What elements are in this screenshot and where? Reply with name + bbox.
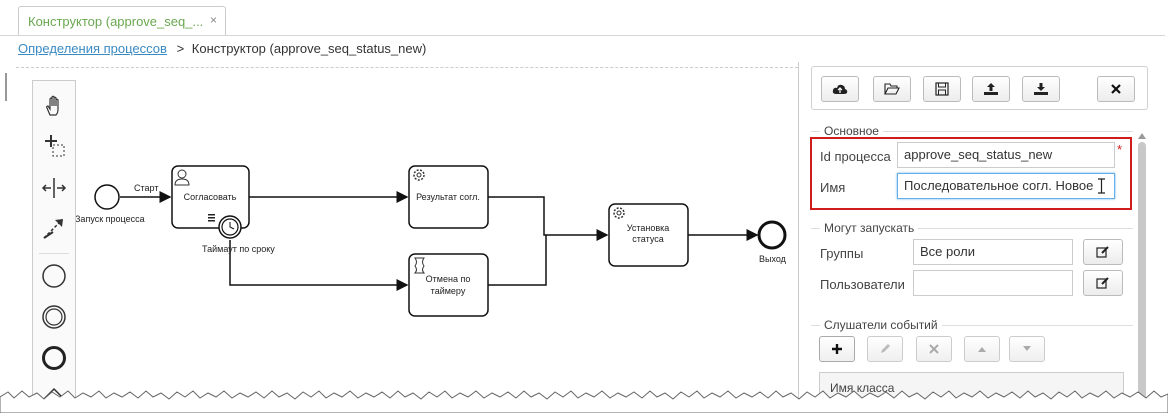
- section-divider: [811, 325, 1133, 326]
- edit-groups-button[interactable]: [1083, 239, 1123, 265]
- gear-icon: [413, 169, 425, 181]
- end-event-label: Выход: [759, 254, 787, 264]
- section-starters-title: Могут запускать: [820, 221, 919, 235]
- highlight-box: [810, 137, 1132, 210]
- chevron-down-icon: [1023, 346, 1031, 351]
- breadcrumb-link-process-definitions[interactable]: Определения процессов: [18, 41, 167, 56]
- task-status-label-2: статуса: [632, 234, 663, 244]
- tab-title[interactable]: Конструктор (approve_seq_...: [28, 14, 204, 29]
- upload-icon: [984, 83, 998, 95]
- section-divider: [811, 228, 1133, 229]
- flow-cancel-status[interactable]: [488, 235, 547, 286]
- folder-open-icon: [884, 83, 900, 95]
- text-cursor-icon: [1098, 178, 1105, 194]
- flow-result-status[interactable]: [488, 196, 609, 241]
- hand-tool-icon[interactable]: [33, 87, 75, 125]
- palette-separator: [39, 253, 69, 254]
- task-result-label: Результат согл.: [416, 192, 480, 202]
- task-cancel[interactable]: [408, 253, 489, 317]
- bpmn-palette: [32, 80, 76, 413]
- add-listener-button[interactable]: [819, 336, 855, 362]
- close-panel-button[interactable]: [1097, 76, 1135, 102]
- user-task-icon: [174, 169, 190, 186]
- plus-icon: [832, 344, 842, 354]
- breadcrumb-separator: >: [176, 41, 185, 56]
- groups-input[interactable]: Все роли: [913, 239, 1073, 265]
- save-icon: [935, 82, 949, 96]
- lasso-tool-icon[interactable]: [33, 127, 75, 165]
- connect-tool-icon[interactable]: [33, 209, 75, 247]
- flow-timer-cancel[interactable]: [229, 240, 409, 291]
- cloud-upload-button[interactable]: [821, 76, 859, 102]
- open-button[interactable]: [873, 76, 911, 102]
- close-icon: [1111, 84, 1121, 94]
- task-status[interactable]: [608, 203, 689, 267]
- required-marker: *: [1117, 142, 1123, 157]
- bpmn-diagram[interactable]: Запуск процесса Старт Согласовать Таймау…: [76, 140, 796, 340]
- flow-start-label: Старт: [134, 183, 158, 193]
- process-id-input[interactable]: approve_seq_status_new: [897, 142, 1115, 168]
- download-button[interactable]: [1022, 76, 1060, 102]
- section-main-title: Основное: [820, 124, 883, 138]
- download-icon: [1034, 83, 1048, 95]
- timer-event-icon[interactable]: [218, 215, 242, 239]
- breadcrumb: Определения процессов > Конструктор (app…: [18, 41, 426, 56]
- canvas-top-border: [16, 67, 798, 68]
- gear-icon: [613, 207, 625, 219]
- tab-constructor[interactable]: Конструктор (approve_seq_... ×: [18, 6, 226, 35]
- name-input[interactable]: Последовательное согл. Новое: [897, 173, 1115, 199]
- edit-users-button[interactable]: [1083, 270, 1123, 296]
- task-status-label-1: Установка: [627, 223, 670, 233]
- task-approve-label: Согласовать: [184, 192, 237, 202]
- upload-button[interactable]: [972, 76, 1010, 102]
- process-id-label: Id процесса: [820, 149, 891, 164]
- edit-icon: [1096, 277, 1109, 289]
- cloud-icon: [832, 84, 848, 94]
- chevron-up-icon: [978, 347, 986, 352]
- edit-listener-button[interactable]: [867, 336, 903, 362]
- section-divider: [811, 131, 1133, 132]
- class-name-column-header: Имя класса: [830, 381, 895, 395]
- panel-toolbar: [811, 66, 1148, 110]
- space-tool-icon[interactable]: [33, 169, 75, 207]
- end-event[interactable]: [757, 220, 787, 250]
- task-approve[interactable]: [171, 165, 250, 229]
- users-label: Пользователи: [820, 277, 905, 292]
- edit-icon: [1096, 246, 1109, 258]
- groups-label: Группы: [820, 246, 864, 261]
- remove-icon: [929, 344, 939, 354]
- start-event-label: Запуск процесса: [76, 214, 145, 224]
- name-label: Имя: [820, 180, 846, 195]
- move-up-button[interactable]: [964, 336, 1000, 362]
- timer-event-label: Таймаут по сроку: [202, 244, 275, 254]
- section-listeners-title: Слушатели событий: [820, 318, 942, 332]
- task-cancel-label-2: таймеру: [431, 286, 466, 296]
- users-input[interactable]: [913, 270, 1073, 296]
- intermediate-event-icon[interactable]: [33, 298, 75, 336]
- scrollbar-thumb[interactable]: [1138, 142, 1146, 408]
- torn-edge: [0, 390, 1168, 413]
- pencil-icon: [881, 344, 890, 353]
- script-icon: [413, 257, 426, 274]
- end-event-icon[interactable]: [33, 339, 75, 377]
- task-cancel-label-1: Отмена по: [426, 274, 471, 284]
- scroll-up-icon[interactable]: [1137, 127, 1147, 145]
- task-result[interactable]: [408, 165, 489, 229]
- divider: [5, 73, 7, 101]
- tab-close-icon[interactable]: ×: [210, 13, 218, 27]
- start-event-icon[interactable]: [33, 257, 75, 295]
- breadcrumb-current: Конструктор (approve_seq_status_new): [191, 41, 427, 56]
- move-down-button[interactable]: [1009, 336, 1045, 362]
- start-event[interactable]: [94, 184, 120, 210]
- save-button[interactable]: [923, 76, 961, 102]
- multi-instance-icon: [208, 214, 215, 222]
- delete-listener-button[interactable]: [916, 336, 952, 362]
